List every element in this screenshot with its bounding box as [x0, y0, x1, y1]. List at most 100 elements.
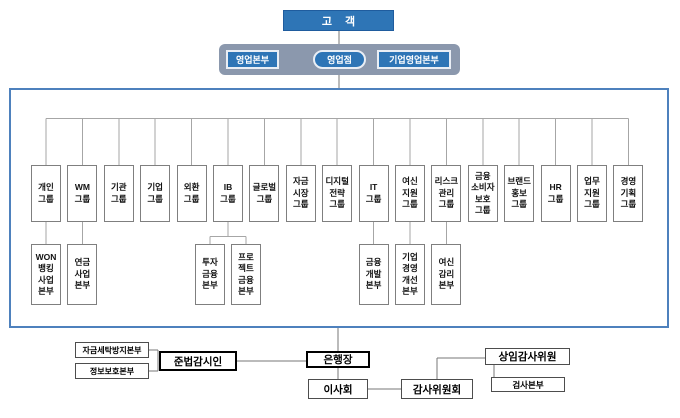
- groups-frame: [9, 88, 669, 328]
- group-box-label: 그룹: [438, 199, 455, 210]
- group-box-label: 그룹: [620, 199, 637, 210]
- group-box-label: 그룹: [584, 199, 600, 210]
- group-box-label: 그룹: [365, 193, 382, 204]
- division-box-label: 본부: [365, 280, 382, 291]
- sales-hq-box: 영업본부: [226, 50, 279, 69]
- division-box-label: 감리: [438, 268, 455, 279]
- group-box-label: 그룹: [183, 193, 200, 204]
- group-box-label: IT: [369, 182, 378, 192]
- group-box-label: 글로벌: [252, 182, 277, 192]
- division-box-label: 금융: [238, 274, 254, 285]
- group-box-label: 그룹: [511, 199, 527, 210]
- group-box-label: 업무: [584, 176, 600, 187]
- compliance-officer-box: 준법감시인: [159, 351, 237, 371]
- division-box-label: 본부: [402, 286, 418, 296]
- group-box-label: 그룹: [474, 205, 491, 215]
- division-box-label: 금융: [202, 268, 218, 279]
- division-box-label: 젝트: [238, 263, 254, 273]
- group-box-label: 그룹: [147, 193, 163, 204]
- group-box-label: 개인: [38, 182, 54, 192]
- group-box-label: 보호: [474, 193, 491, 204]
- group-box-label: IB: [223, 182, 233, 192]
- group-box-label: 소비자: [471, 182, 495, 192]
- group-box-label: 자금: [292, 176, 309, 187]
- division-box-label: 사업: [74, 268, 91, 279]
- info-protection-division-box: 정보보호본부: [75, 363, 149, 379]
- customer-box: 고 객: [283, 10, 394, 31]
- group-box-label: 그룹: [547, 193, 564, 204]
- inspection-division-box: 검사본부: [491, 377, 565, 392]
- standing-auditor-box: 상임감사위원: [485, 348, 570, 365]
- division-box-label: 연금: [74, 257, 91, 268]
- division-box-label: 여신: [438, 257, 455, 268]
- group-box-label: 그룹: [329, 199, 345, 210]
- group-box-label: HR: [549, 182, 562, 192]
- group-box-label: 지원: [402, 187, 418, 198]
- group-box-label: 그룹: [220, 193, 236, 204]
- group-box-label: 그룹: [38, 193, 54, 204]
- group-box-label: 시장: [292, 187, 309, 198]
- group-box-label: 그룹: [110, 193, 127, 204]
- group-box-label: 지원: [584, 187, 600, 198]
- group-box-label: 전략: [329, 187, 345, 198]
- division-box-label: 뱅킹: [38, 263, 54, 273]
- group-box-label: 홍보: [511, 187, 527, 198]
- division-box-label: 본부: [38, 286, 54, 296]
- division-box-label: 본부: [74, 280, 91, 291]
- group-box-label: 그룹: [292, 199, 309, 210]
- group-box-label: 기획: [620, 187, 637, 198]
- division-box-label: 본부: [238, 286, 254, 296]
- division-box-label: WON: [35, 251, 57, 262]
- group-box-label: 관리: [438, 187, 455, 198]
- corporate-sales-hq-box: 기업영업본부: [377, 50, 451, 69]
- group-box-label: WM: [74, 182, 90, 192]
- board-of-directors-box: 이사회: [308, 379, 368, 399]
- division-box-label: 개선: [402, 274, 418, 285]
- group-box-label: 금융: [474, 170, 491, 181]
- group-box-label: 여신: [402, 176, 418, 187]
- division-box-label: 프로: [238, 251, 254, 262]
- group-box-label: 기관: [110, 182, 127, 192]
- audit-committee-box: 감사위원회: [401, 379, 473, 399]
- group-box-label: 브랜드: [507, 176, 531, 187]
- division-box-label: 기업: [402, 251, 418, 262]
- sales-channel-panel: 영업본부 영업점 기업영업본부: [219, 44, 460, 75]
- division-box-label: 사업: [38, 274, 54, 285]
- division-box-label: 금융: [365, 257, 382, 268]
- group-box-label: 외환: [183, 182, 200, 192]
- group-box-label: 리스크: [434, 176, 459, 187]
- division-box-label: 경영: [402, 263, 418, 273]
- division-box-label: 개발: [365, 268, 382, 279]
- group-box-label: 그룹: [256, 193, 273, 204]
- branch-box: 영업점: [313, 50, 366, 69]
- aml-division-box: 자금세탁방지본부: [75, 342, 149, 358]
- division-box-label: 본부: [202, 280, 218, 291]
- division-box-label: 투자: [202, 257, 218, 268]
- division-box-label: 본부: [438, 280, 455, 291]
